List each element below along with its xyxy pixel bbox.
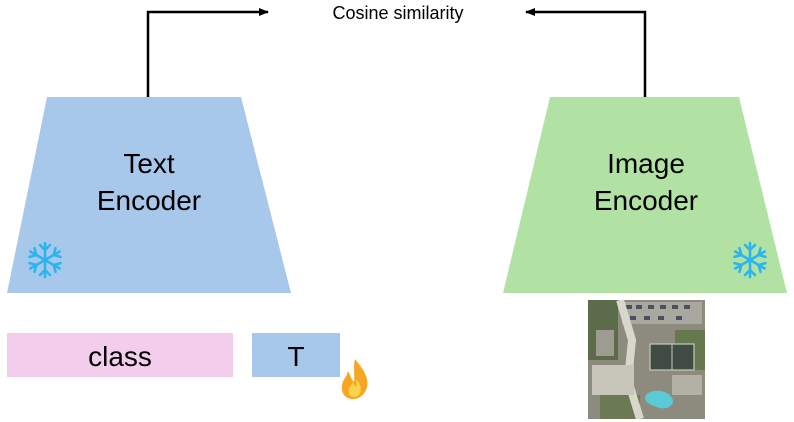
text-encoder-title-line1: Text <box>123 148 175 179</box>
text-encoder-arrow <box>146 8 269 97</box>
flame-icon <box>341 359 368 399</box>
learnable-token-label: T <box>287 341 304 372</box>
aerial-photo-icon <box>588 300 705 419</box>
text-encoder-block <box>7 97 291 293</box>
image-encoder-title-line1: Image <box>607 148 685 179</box>
class-token-label: class <box>88 341 152 372</box>
image-encoder-title-line2: Encoder <box>594 185 698 216</box>
image-encoder-block <box>503 97 787 293</box>
image-encoder-arrow <box>525 8 647 97</box>
text-encoder-title-line2: Encoder <box>97 185 201 216</box>
class-token-box <box>7 333 233 377</box>
cosine-similarity-label: Cosine similarity <box>332 3 463 23</box>
snowflake-icon <box>26 241 64 279</box>
learnable-token-box <box>252 333 340 377</box>
